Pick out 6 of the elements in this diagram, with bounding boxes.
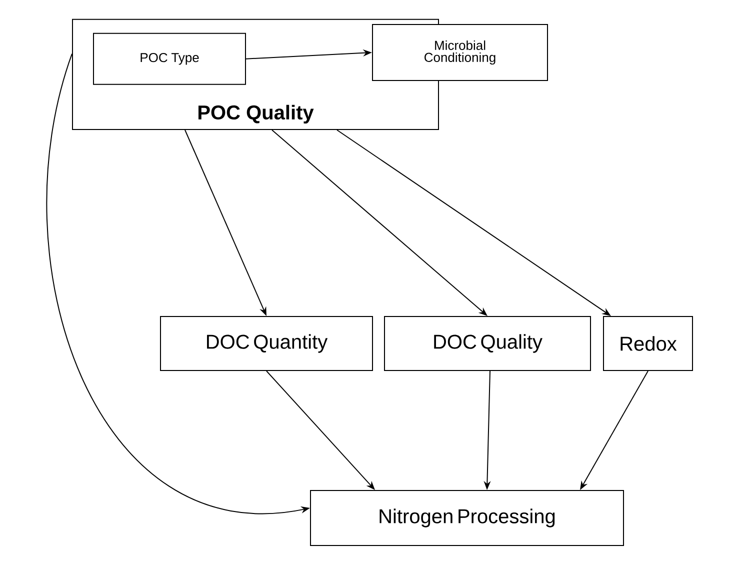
process-box: Microbial Conditioning: [372, 24, 548, 81]
process-box: POC Type: [93, 32, 246, 85]
process-box: DOC Quantity: [160, 316, 373, 371]
process-box: DOC Quality: [384, 316, 591, 371]
process-box: Redox: [603, 316, 693, 371]
process-box: Nitrogen Processing: [310, 490, 624, 546]
